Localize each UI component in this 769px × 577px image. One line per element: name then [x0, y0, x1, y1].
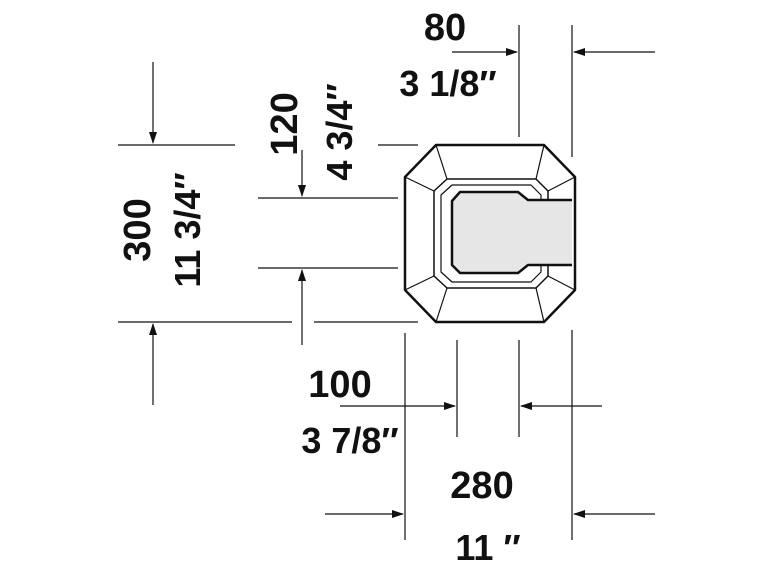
bevel-line-bl2 [404, 275, 435, 291]
dim-280-in: 11 ″ [455, 527, 520, 568]
bevel-line-br [535, 287, 545, 323]
lever-insert [450, 190, 572, 275]
fixture-plate [403, 143, 577, 324]
bevel-line-tr [535, 144, 545, 180]
bevel-line-tl2 [404, 176, 435, 192]
dim-280-mm: 280 [450, 465, 513, 507]
dim-100-mm: 100 [308, 364, 371, 406]
dim-120-mm: 120 [264, 92, 306, 155]
dim-120-in: 4 3/4″ [319, 83, 360, 180]
dim-80-mm: 80 [424, 7, 466, 49]
inner-octagon-2 [440, 184, 542, 283]
dim-300-in: 11 3/4″ [167, 172, 208, 287]
extension-lines [118, 25, 573, 540]
bevel-line-br2 [547, 275, 576, 291]
bevel-line-tr2 [547, 176, 576, 192]
dim-300-mm: 300 [117, 198, 159, 261]
dim-100-in: 3 7/8″ [301, 420, 398, 461]
dimension-arrows [149, 48, 655, 518]
bevel-line-tl [435, 144, 448, 180]
dim-80-in: 3 1/8″ [399, 63, 496, 104]
bevel-line-bl [435, 287, 448, 323]
